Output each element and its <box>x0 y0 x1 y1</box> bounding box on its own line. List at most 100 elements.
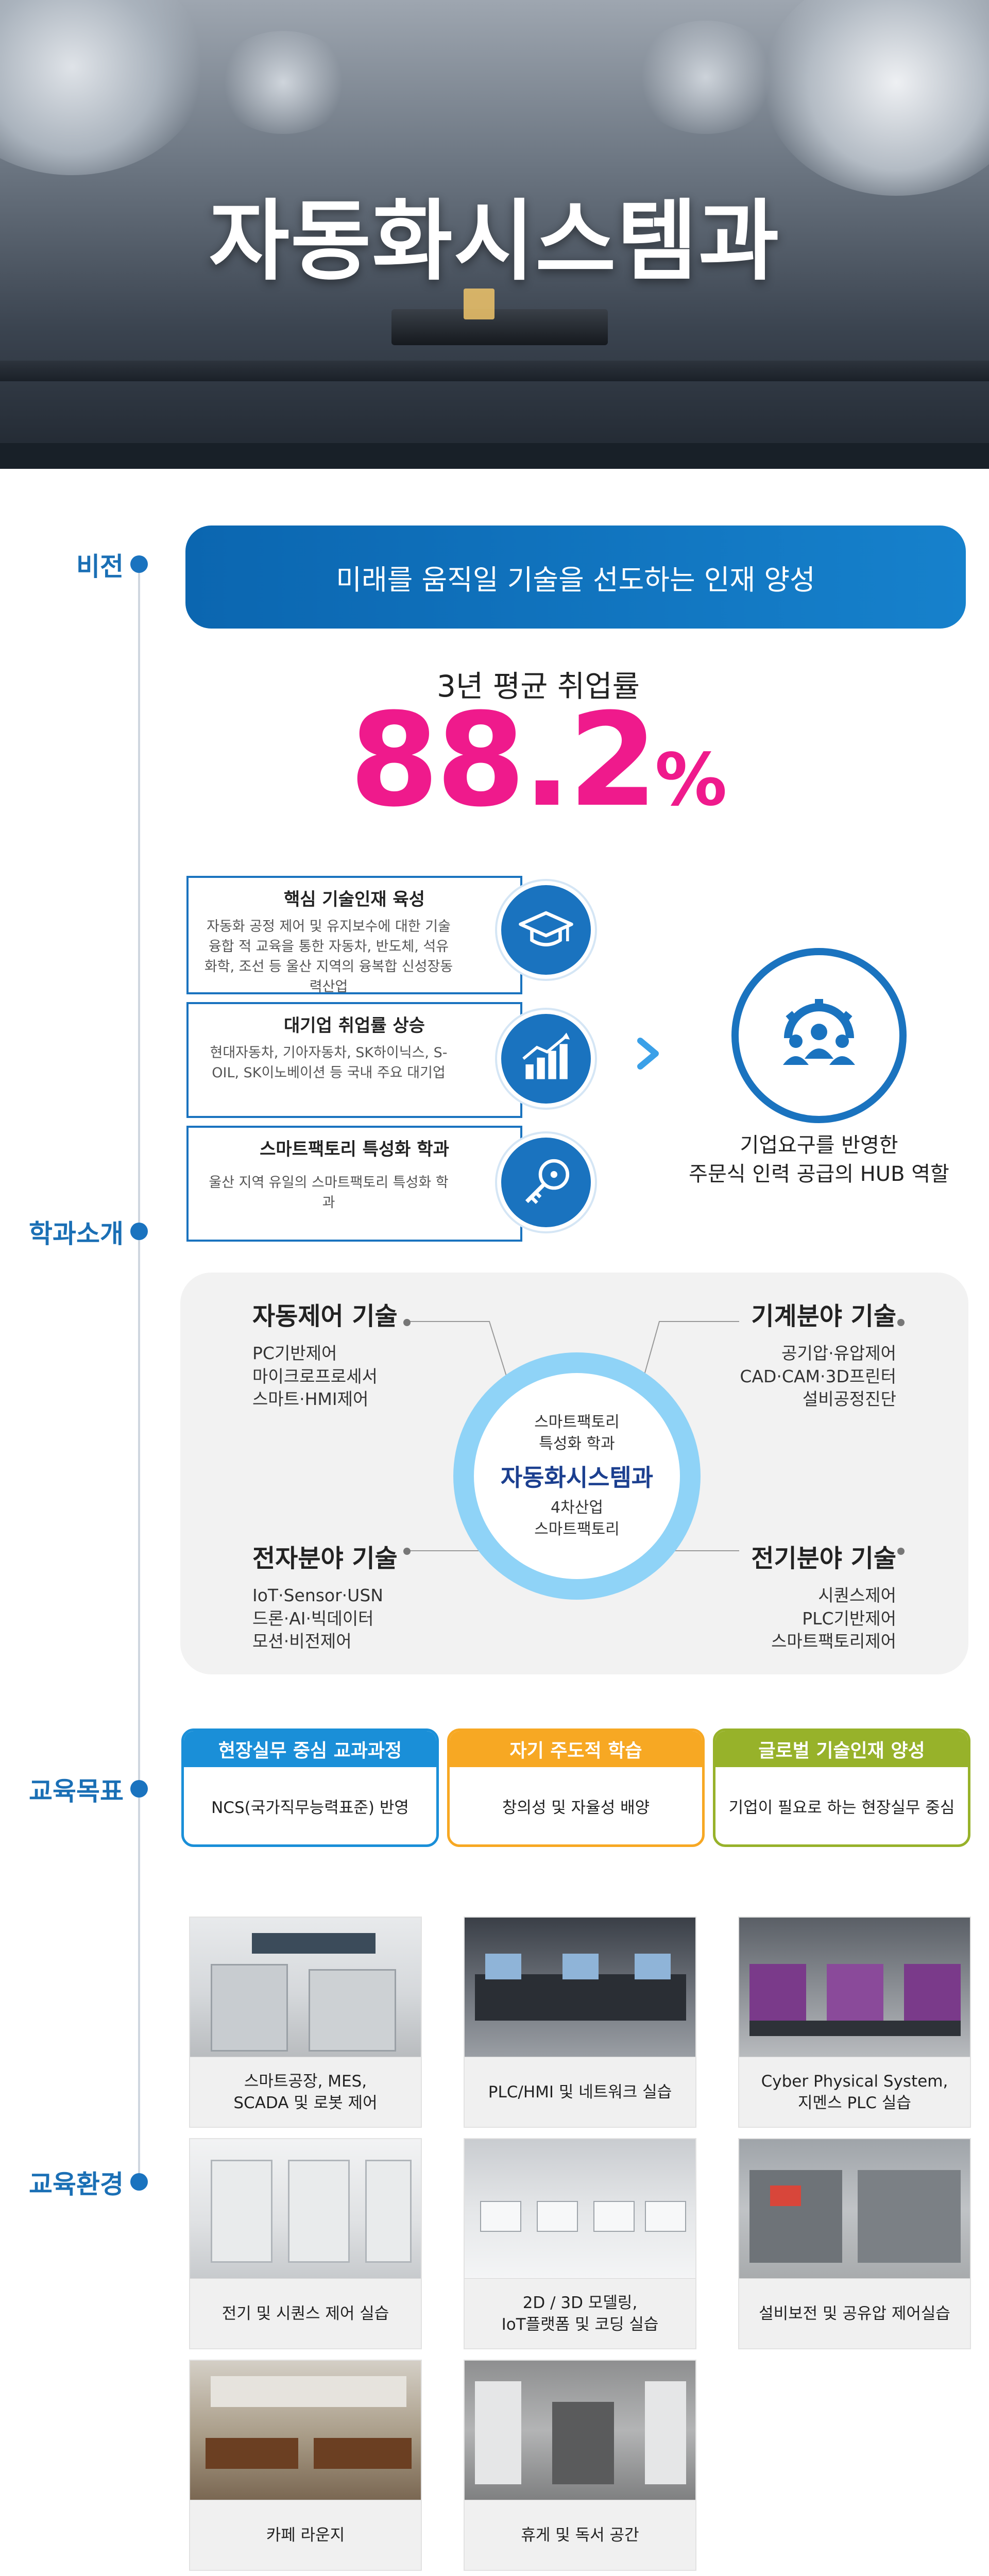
skill-item: PC기반제어 <box>252 1343 337 1363</box>
robot-background-image <box>216 31 350 134</box>
goal-header: 현장실무 중심 교과과정 <box>184 1731 436 1767</box>
page-title: 자동화시스템과 <box>209 191 780 293</box>
facility-caption: 휴게 및 독서 공간 <box>465 2500 695 2570</box>
skill-title: 전기분야 기술 <box>751 1544 896 1573</box>
skill-bullet <box>403 1548 411 1555</box>
employment-rate: 88.2% <box>0 685 989 835</box>
team-gear-icon <box>731 948 907 1123</box>
facility-card: 전기 및 시퀀스 제어 실습 <box>189 2138 422 2349</box>
goal-card-self-directed: 자기 주도적 학습 창의성 및 자율성 배양 <box>447 1728 705 1847</box>
skill-item: IoT·Sensor·USN <box>252 1585 383 1605</box>
employment-rate-value: 88.2 <box>349 685 658 835</box>
facility-photo <box>190 2361 421 2500</box>
facility-caption-line: SCADA 및 로봇 제어 <box>233 2093 378 2112</box>
goal-header: 자기 주도적 학습 <box>450 1731 702 1767</box>
vision-statement: 미래를 움직일 기술을 선도하는 인재 양성 <box>185 526 966 629</box>
skill-title: 자동제어 기술 <box>252 1302 398 1331</box>
facility-caption: 설비보전 및 공유압 제어실습 <box>739 2278 970 2348</box>
timeline-label-goals: 교육목표 <box>29 1776 124 1806</box>
skill-item: 스마트·HMI제어 <box>252 1389 369 1410</box>
facility-caption-line: 카페 라운지 <box>266 2526 345 2545</box>
goal-body: 창의성 및 자율성 배양 <box>502 1798 650 1817</box>
chevron-right-icon <box>637 1038 659 1070</box>
goal-body: NCS(국가직무능력표준) 반영 <box>211 1798 409 1817</box>
facility-caption: 전기 및 시퀀스 제어 실습 <box>190 2278 421 2348</box>
skill-bullet <box>897 1319 905 1326</box>
feature-title: 대기업 취업률 상승 <box>284 1015 425 1036</box>
skill-title: 기계분야 기술 <box>751 1302 896 1331</box>
skill-bullet <box>897 1548 905 1555</box>
department-center-circle: 스마트팩토리 특성화 학과 자동화시스템과 4차산업 스마트팩토리 <box>453 1352 701 1600</box>
goal-body: 기업이 필요로 하는 현장실무 중심 <box>728 1798 955 1817</box>
feature-desc: 현대자동차, 기아자동차, SK하이닉스, S-OIL, SK이노베이션 등 국… <box>210 1045 448 1081</box>
center-label-2: 특성화 학과 <box>539 1435 615 1453</box>
facility-photo <box>190 1918 421 2057</box>
facility-caption: 2D / 3D 모델링, IoT플랫폼 및 코딩 실습 <box>465 2278 695 2348</box>
facility-card: 스마트공장, MES, SCADA 및 로봇 제어 <box>189 1917 422 2128</box>
skill-electronic: 전자분야 기술 IoT·Sensor·USN 드론·AI·빅데이터 모션·비전제… <box>252 1538 398 1653</box>
growth-chart-icon <box>497 1010 595 1108</box>
skill-item: 시퀀스제어 <box>818 1585 896 1605</box>
timeline-label-vision: 비전 <box>76 552 124 582</box>
facility-caption-line: 스마트공장, MES, <box>244 2072 367 2091</box>
facility-photo <box>465 1918 695 2057</box>
timeline-label-environment: 교육환경 <box>29 2170 124 2199</box>
graduation-cap-icon <box>497 881 595 979</box>
feature-title: 핵심 기술인재 육성 <box>284 889 425 910</box>
facility-caption-line: IoT플랫폼 및 코딩 실습 <box>501 2315 659 2334</box>
hero-banner: 자동화시스템과 <box>0 0 989 469</box>
timeline-dot-intro <box>130 1223 148 1240</box>
facility-photo <box>465 2139 695 2278</box>
timeline-dot-vision <box>130 555 148 573</box>
center-label-1: 스마트팩토리 <box>534 1413 620 1431</box>
feature-box-core-talent: 핵심 기술인재 육성 자동화 공정 제어 및 유지보수에 대한 기술융합 적 교… <box>186 876 522 995</box>
facility-photo <box>739 1918 970 2057</box>
robot-arm-right-image <box>762 0 989 196</box>
robot-background-image <box>634 21 778 134</box>
facility-caption-line: 전기 및 시퀀스 제어 실습 <box>221 2304 389 2323</box>
facility-caption-line: Cyber Physical System, <box>761 2072 948 2091</box>
facility-card: 설비보전 및 공유압 제어실습 <box>738 2138 971 2349</box>
skill-item: CAD·CAM·3D프린터 <box>740 1366 896 1386</box>
hub-line-2: 주문식 인력 공급의 HUB 역할 <box>689 1162 949 1186</box>
timeline-dot-goals <box>130 1780 148 1798</box>
skill-list: 공기압·유압제어 CAD·CAM·3D프린터 설비공정진단 <box>685 1342 896 1411</box>
hub-line-1: 기업요구를 반영한 <box>740 1133 898 1157</box>
facility-caption: Cyber Physical System,지멘스 PLC 실습 <box>739 2057 970 2127</box>
employment-rate-unit: % <box>655 738 727 822</box>
skill-list: PC기반제어 마이크로프로세서 스마트·HMI제어 <box>252 1342 398 1411</box>
facility-caption-line: 휴게 및 독서 공간 <box>521 2526 639 2545</box>
facility-caption: 카페 라운지 <box>190 2500 421 2570</box>
feature-title: 스마트팩토리 특성화 학과 <box>260 1139 449 1160</box>
feature-box-employment: 대기업 취업률 상승 현대자동차, 기아자동차, SK하이닉스, S-OIL, … <box>186 1002 522 1118</box>
skill-item: 모션·비전제어 <box>252 1631 352 1652</box>
skill-electric: 전기분야 기술 시퀀스제어 PLC기반제어 스마트팩토리제어 <box>685 1538 896 1653</box>
feature-desc: 자동화 공정 제어 및 유지보수에 대한 기술융합 적 교육을 통한 자동차, … <box>204 919 453 995</box>
floor-image <box>0 443 989 469</box>
facility-photo <box>739 2139 970 2278</box>
skill-item: 드론·AI·빅데이터 <box>252 1608 374 1629</box>
skill-list: IoT·Sensor·USN 드론·AI·빅데이터 모션·비전제어 <box>252 1584 398 1653</box>
hub-description: 기업요구를 반영한 주문식 인력 공급의 HUB 역할 <box>664 1131 974 1189</box>
conveyor-device-image <box>391 309 608 345</box>
skill-title: 전자분야 기술 <box>252 1544 398 1573</box>
timeline-line <box>138 564 140 2182</box>
timeline-label-intro: 학과소개 <box>29 1219 124 1249</box>
center-department-name: 자동화시스템과 <box>500 1464 654 1492</box>
facility-card: PLC/HMI 및 네트워크 실습 <box>464 1917 696 2128</box>
timeline-dot-environment <box>130 2173 148 2191</box>
skill-item: 설비공정진단 <box>802 1389 896 1410</box>
center-label-4: 스마트팩토리 <box>534 1520 620 1538</box>
facility-caption-line: PLC/HMI 및 네트워크 실습 <box>488 2082 672 2102</box>
goal-header: 글로벌 기술인재 양성 <box>715 1731 968 1767</box>
goal-card-practical: 현장실무 중심 교과과정 NCS(국가직무능력표준) 반영 <box>181 1728 439 1847</box>
skill-control: 자동제어 기술 PC기반제어 마이크로프로세서 스마트·HMI제어 <box>252 1296 398 1411</box>
facility-card: 2D / 3D 모델링, IoT플랫폼 및 코딩 실습 <box>464 2138 696 2349</box>
facility-caption: PLC/HMI 및 네트워크 실습 <box>465 2057 695 2127</box>
circuit-key-icon <box>497 1133 595 1231</box>
skill-item: 공기압·유압제어 <box>781 1343 896 1363</box>
skill-list: 시퀀스제어 PLC기반제어 스마트팩토리제어 <box>685 1584 896 1653</box>
robot-arm-left-image <box>0 0 206 175</box>
facility-caption-line: 2D / 3D 모델링, <box>522 2293 638 2312</box>
